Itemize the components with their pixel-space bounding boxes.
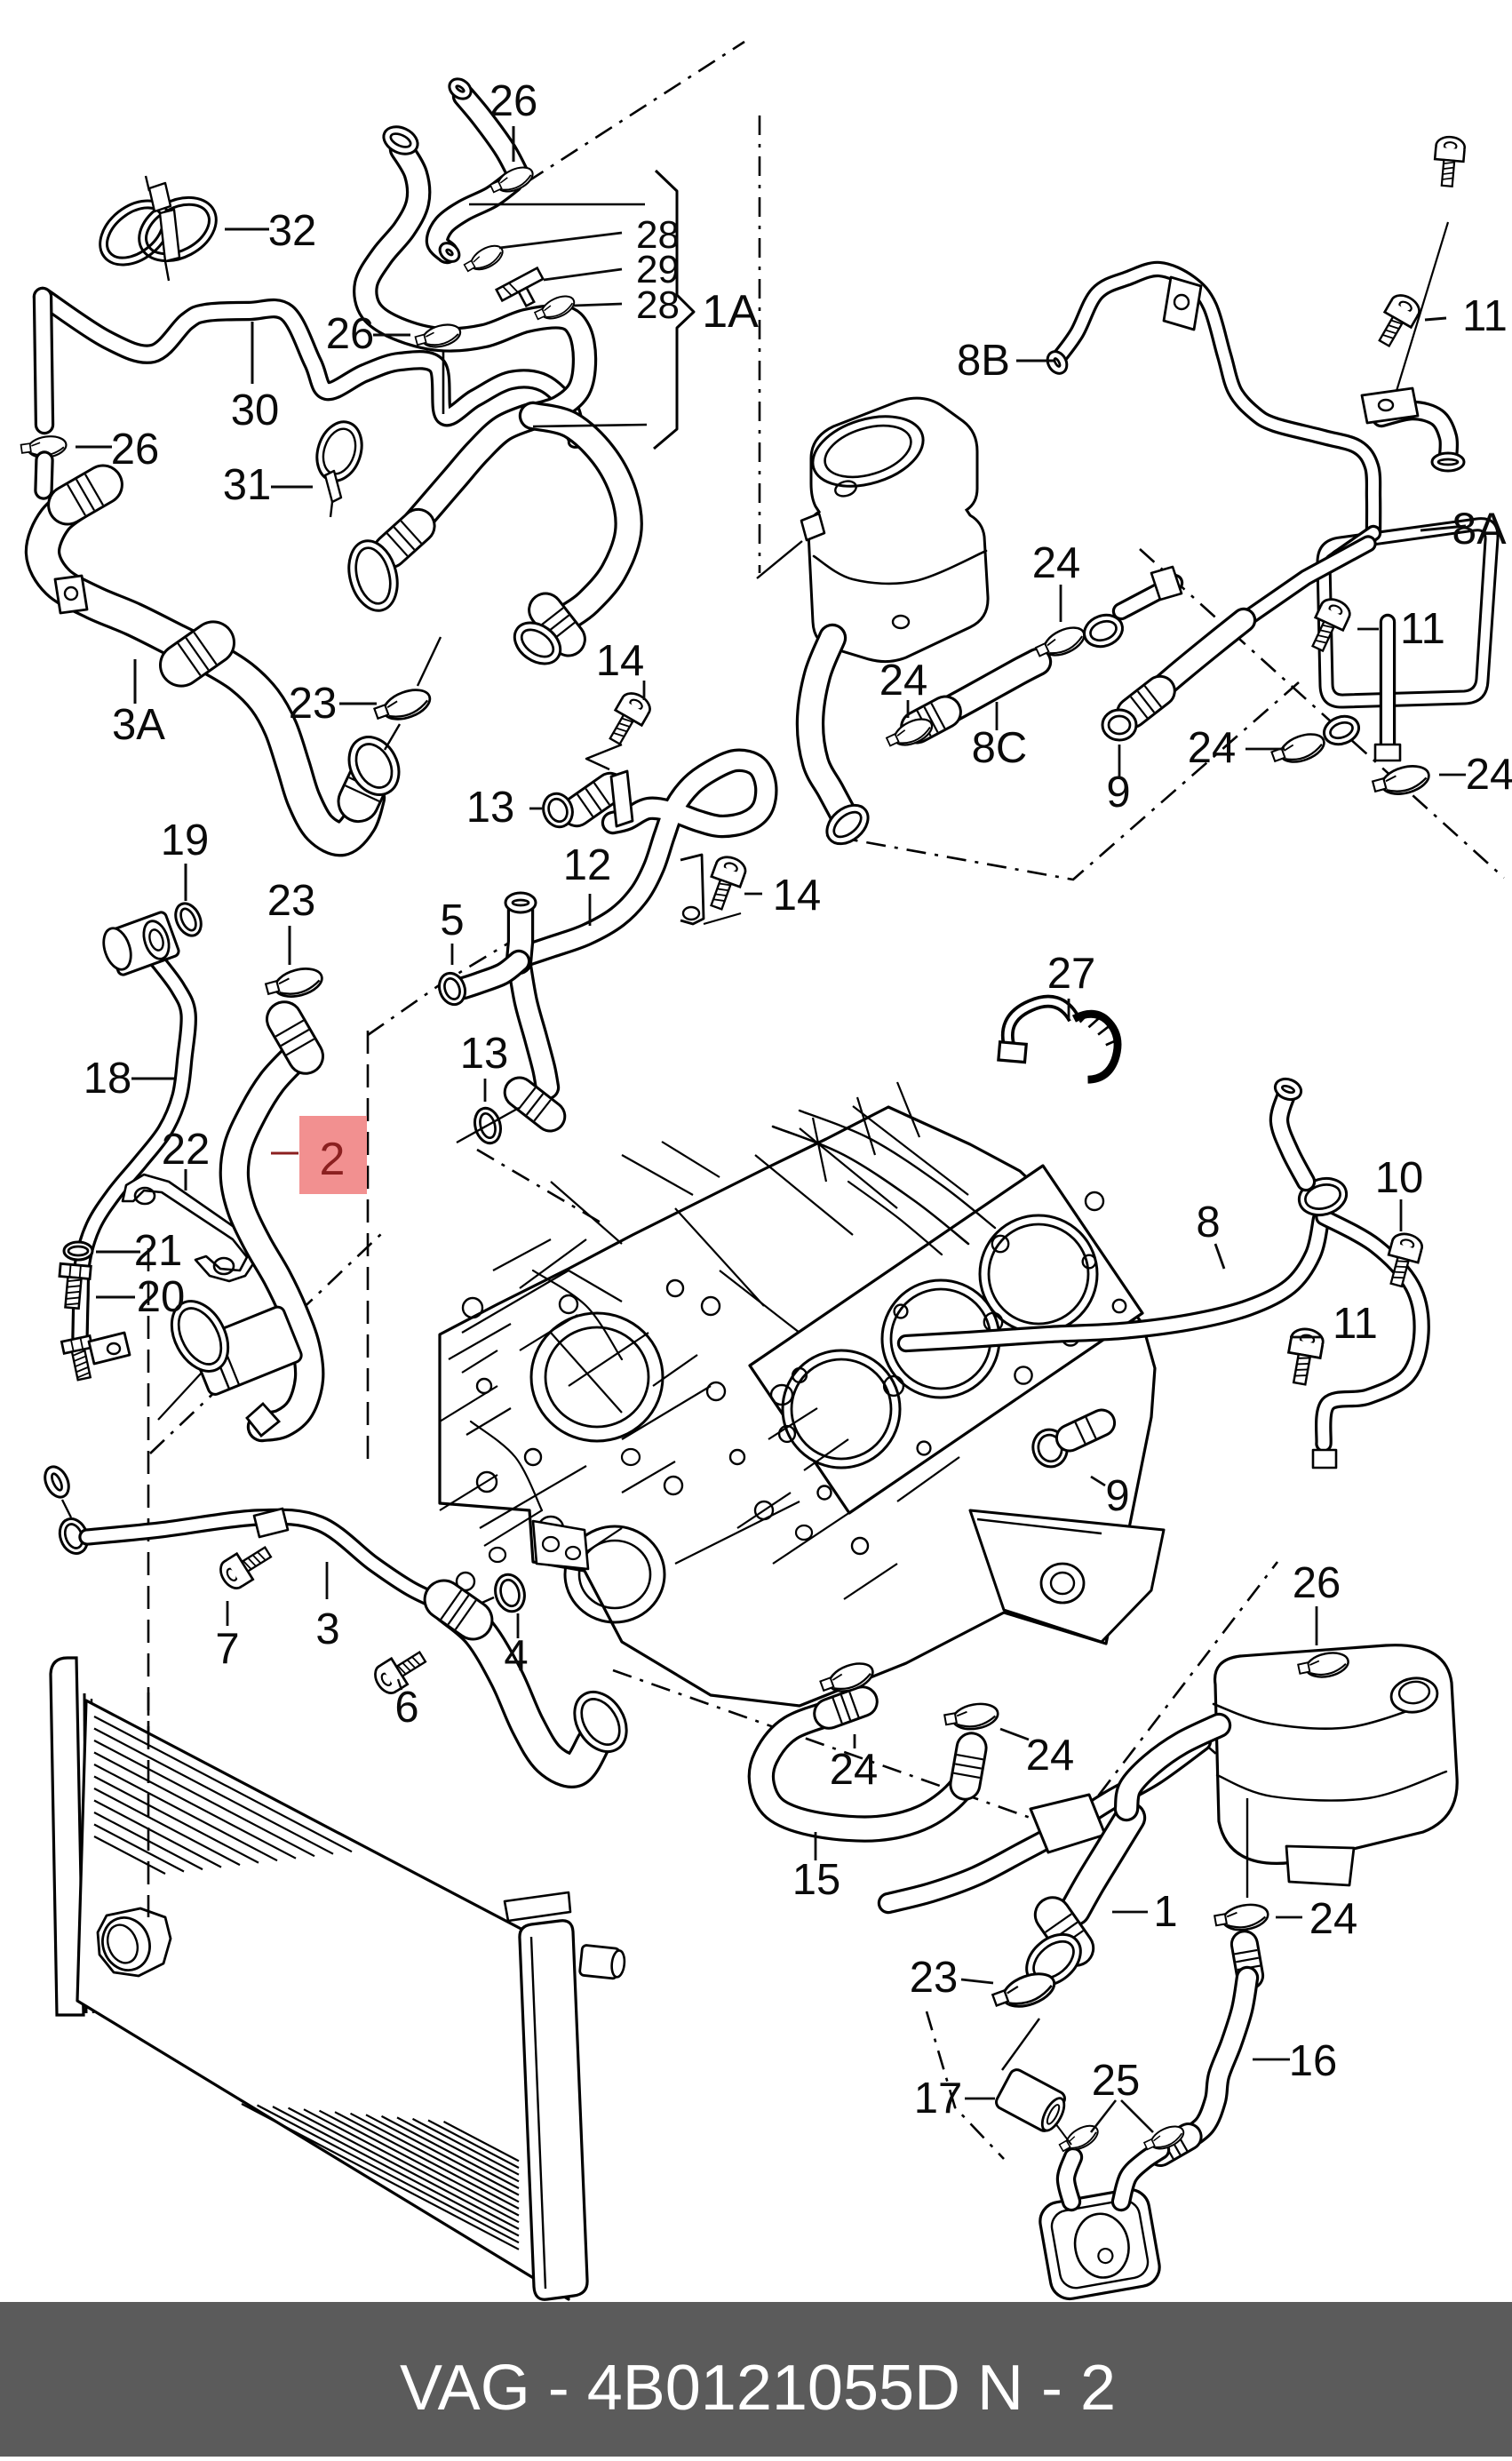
svg-text:11: 11 (1333, 1300, 1378, 1348)
svg-text:24: 24 (1188, 724, 1237, 772)
svg-text:17: 17 (914, 2075, 963, 2123)
svg-text:30: 30 (231, 386, 280, 434)
svg-text:22: 22 (162, 1126, 211, 1174)
svg-text:11: 11 (1400, 605, 1445, 653)
svg-text:26: 26 (326, 310, 375, 358)
svg-text:23: 23 (910, 1954, 959, 2002)
svg-text:8: 8 (1196, 1199, 1220, 1246)
svg-text:19: 19 (161, 816, 210, 864)
svg-text:24: 24 (879, 657, 928, 705)
svg-text:13: 13 (466, 784, 515, 832)
svg-text:26: 26 (111, 426, 160, 474)
svg-text:23: 23 (267, 877, 316, 925)
svg-text:10: 10 (1375, 1154, 1424, 1202)
svg-text:3A: 3A (112, 701, 165, 749)
svg-text:24: 24 (830, 1746, 879, 1794)
svg-text:7: 7 (215, 1625, 239, 1673)
svg-text:14: 14 (596, 637, 645, 685)
svg-text:1: 1 (1153, 1888, 1177, 1936)
svg-text:12: 12 (563, 841, 612, 889)
svg-text:31: 31 (223, 461, 272, 509)
svg-text:24: 24 (1466, 751, 1512, 799)
svg-text:3: 3 (315, 1605, 339, 1653)
svg-text:9: 9 (1106, 769, 1130, 816)
svg-text:2: 2 (320, 1134, 346, 1185)
svg-text:24: 24 (1032, 539, 1081, 587)
svg-text:23: 23 (289, 680, 338, 728)
svg-text:9: 9 (1105, 1472, 1129, 1520)
svg-text:15: 15 (792, 1856, 841, 1904)
svg-text:5: 5 (440, 896, 464, 944)
svg-text:16: 16 (1289, 2037, 1338, 2085)
svg-text:N - 2: N - 2 (977, 2353, 1116, 2424)
svg-text:VAG - 4B0121055D: VAG - 4B0121055D (400, 2353, 960, 2424)
svg-text:26: 26 (1293, 1559, 1341, 1607)
svg-text:29: 29 (636, 248, 680, 291)
svg-text:4: 4 (504, 1632, 528, 1680)
svg-text:8A: 8A (1452, 504, 1507, 554)
svg-text:20: 20 (137, 1273, 186, 1321)
svg-text:25: 25 (1092, 2057, 1141, 2105)
svg-text:8C: 8C (972, 724, 1028, 772)
svg-text:26: 26 (489, 77, 538, 125)
svg-text:24: 24 (1026, 1732, 1075, 1780)
svg-text:28: 28 (636, 213, 680, 257)
svg-text:11: 11 (1462, 292, 1508, 340)
svg-text:27: 27 (1047, 950, 1096, 998)
svg-text:24: 24 (1309, 1895, 1358, 1943)
svg-text:6: 6 (394, 1684, 418, 1732)
svg-text:8B: 8B (957, 337, 1010, 385)
svg-text:18: 18 (84, 1055, 132, 1103)
svg-text:32: 32 (268, 207, 317, 255)
svg-text:21: 21 (134, 1227, 183, 1275)
svg-text:13: 13 (460, 1030, 509, 1078)
svg-text:28: 28 (636, 283, 680, 327)
svg-text:14: 14 (773, 872, 822, 920)
svg-text:1A: 1A (702, 286, 759, 338)
